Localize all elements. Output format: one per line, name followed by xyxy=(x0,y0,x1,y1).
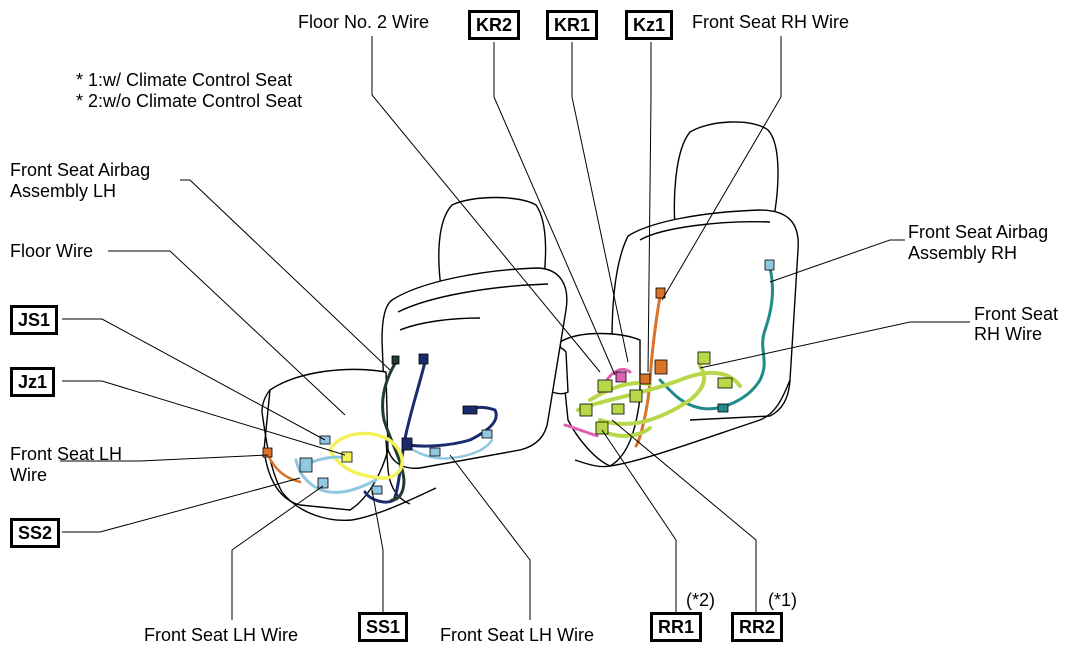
label-lh-wire-bottom-left: Front Seat LH Wire xyxy=(144,625,299,645)
note-climate-control: * 1:w/ Climate Control Seat xyxy=(76,70,293,90)
leader-kr1 xyxy=(571,42,629,363)
leader-kr2 xyxy=(493,42,616,376)
leader-js1 xyxy=(62,318,326,441)
label-rr1-note: (*2) xyxy=(686,590,716,610)
label-floor-no2-wire: Floor No. 2 Wire xyxy=(298,12,430,32)
left-seat-back xyxy=(381,267,568,469)
right-seat-back xyxy=(627,209,799,421)
connector-js1: JS1 xyxy=(10,305,59,335)
leader-ss1 xyxy=(371,489,384,612)
leader-floor-no2-wire xyxy=(371,36,601,373)
connector-rr2: RR2 xyxy=(731,612,784,642)
label-lh-wire-left-2: Wire xyxy=(10,465,47,485)
connector-kz1: Kz1 xyxy=(625,10,674,40)
leader-airbag-rh xyxy=(769,239,905,283)
wire-yellow xyxy=(328,431,404,480)
wire-dark-green xyxy=(381,360,406,502)
leader-rr1 xyxy=(601,429,677,612)
label-lh-wire-left-1: Front Seat LH xyxy=(10,444,123,464)
right-seat xyxy=(539,121,799,468)
label-rh-wire-right-1: Front Seat xyxy=(974,304,1059,324)
leader-kz1 xyxy=(647,42,652,373)
right-seat-headrest xyxy=(673,121,779,239)
right-seat-cushion xyxy=(559,332,641,467)
leader-rr2 xyxy=(611,419,757,612)
connector-rr1: RR1 xyxy=(650,612,703,642)
leader-lh-wire-bottom-left xyxy=(231,485,324,620)
wire-yellow-green xyxy=(576,364,742,438)
label-rh-wire-top: Front Seat RH Wire xyxy=(692,12,850,32)
label-lh-wire-bottom-mid: Front Seat LH Wire xyxy=(440,625,595,645)
connector-jz1: Jz1 xyxy=(10,367,56,397)
leader-lh-wire-bottom-mid xyxy=(449,454,531,620)
label-airbag-rh-1: Front Seat Airbag xyxy=(908,222,1049,242)
connector-kr2: KR2 xyxy=(468,10,521,40)
wire-orange-lh xyxy=(266,453,302,484)
leader-lh-wire-left xyxy=(60,454,269,462)
label-rh-wire-right-2: RH Wire xyxy=(974,324,1042,344)
leader-lines xyxy=(60,36,970,620)
leader-rh-wire-right xyxy=(699,321,970,369)
connector-ss1: SS1 xyxy=(358,612,409,642)
label-rr2-note: (*1) xyxy=(768,590,798,610)
note-no-climate-control: * 2:w/o Climate Control Seat xyxy=(76,91,303,111)
leader-rh-wire-top xyxy=(661,36,782,301)
leader-floor-wire xyxy=(108,250,346,416)
leader-airbag-lh xyxy=(180,179,391,371)
label-airbag-lh-2: Assembly LH xyxy=(10,181,117,201)
label-airbag-rh-2: Assembly RH xyxy=(908,243,1018,263)
leader-jz1 xyxy=(62,380,346,456)
leader-ss2 xyxy=(62,477,301,533)
label-floor-wire: Floor Wire xyxy=(10,241,94,261)
left-seat-wires xyxy=(262,353,498,504)
connector-kr1: KR1 xyxy=(546,10,599,40)
right-seat-wires xyxy=(563,259,775,448)
connector-ss2: SS2 xyxy=(10,518,61,548)
label-airbag-lh-1: Front Seat Airbag xyxy=(10,160,151,180)
